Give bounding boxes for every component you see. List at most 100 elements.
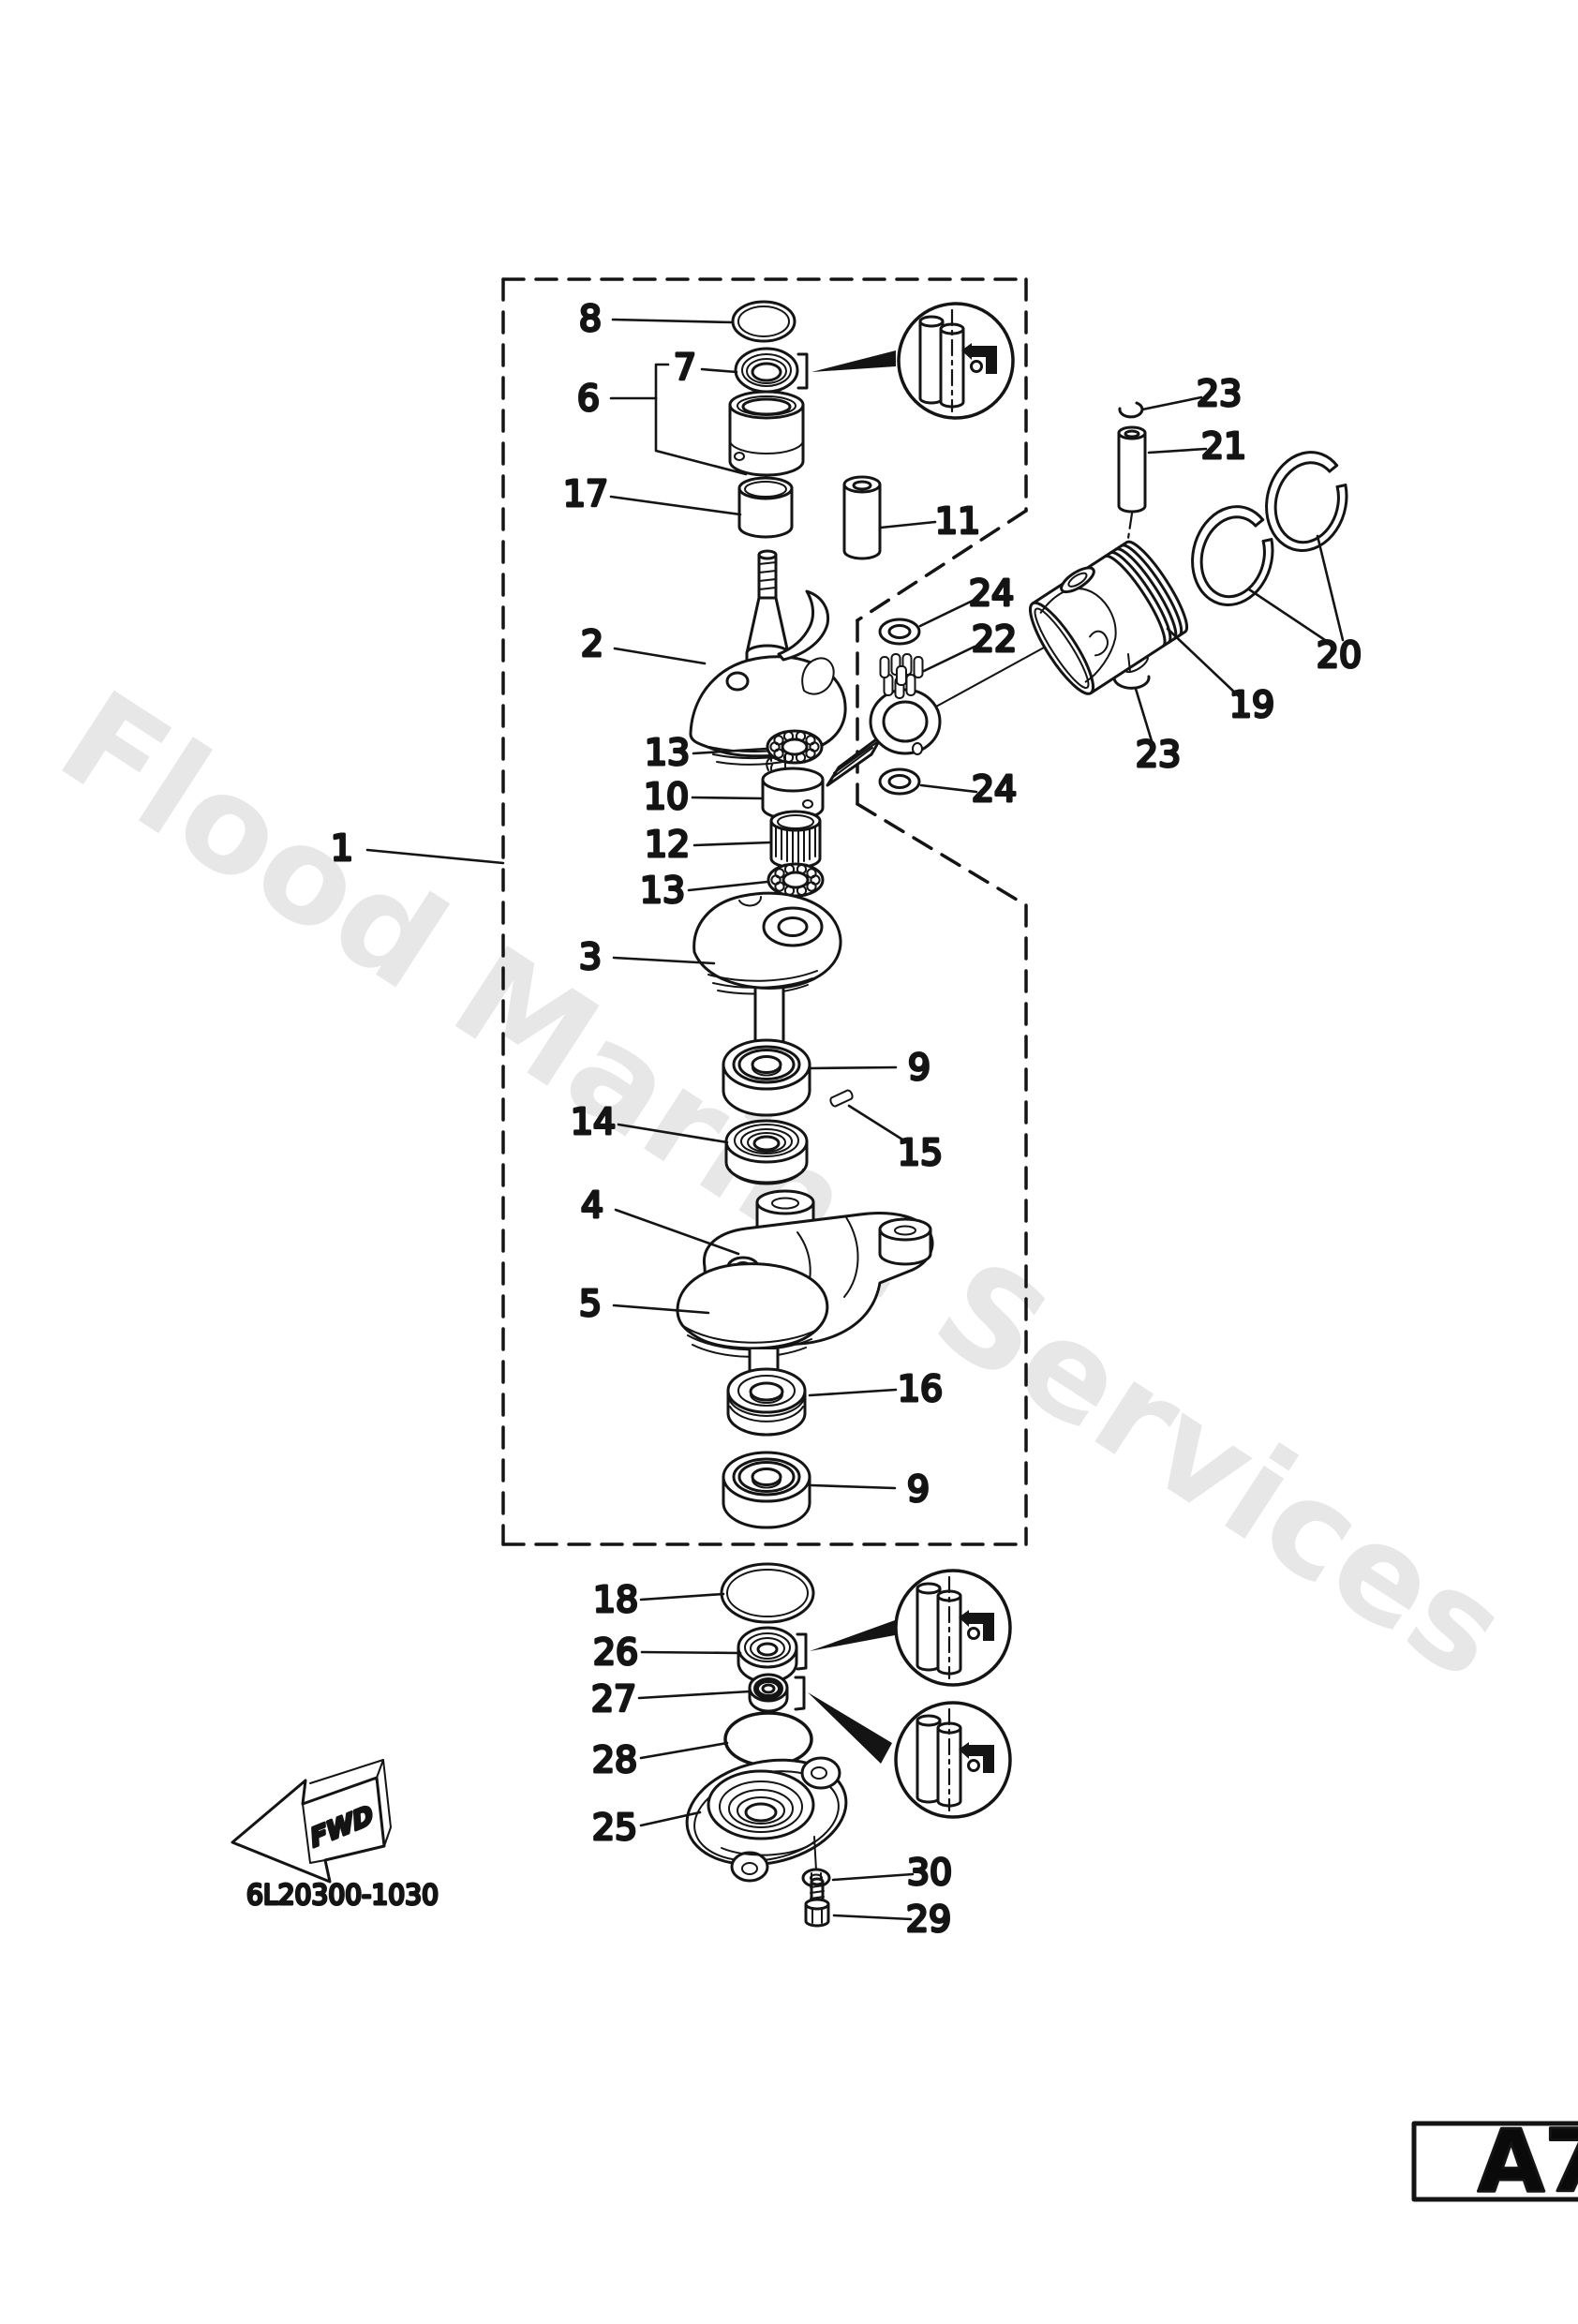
part-label-4: 4: [581, 1184, 603, 1226]
cover-to-washer-line: [813, 1836, 817, 1871]
part-6-housing: [728, 390, 805, 477]
pin-clip-inset-bottom: [894, 1701, 1012, 1819]
leader-line-part-24: [919, 783, 978, 794]
leader-line-part-20: [1316, 534, 1345, 642]
part-label-16: 16: [898, 1368, 943, 1409]
part-label-21: 21: [1201, 425, 1246, 467]
leader-line-part-21: [1147, 447, 1208, 454]
leader-line-part-13: [692, 747, 768, 755]
inset-arrow-top: [811, 350, 896, 372]
part-label-24: 24: [969, 573, 1014, 614]
leader-line-part-29: [832, 1914, 913, 1921]
part-9-bearing-lower: [722, 1451, 811, 1529]
part-8-oring: [731, 300, 796, 343]
leader-line-part-8: [611, 318, 735, 324]
part-12-needle-bearing: [769, 810, 822, 870]
part-label-29: 29: [906, 1899, 951, 1940]
part-17-bushing: [737, 476, 794, 539]
part-label-23: 23: [1136, 734, 1181, 775]
part-18-oring: [720, 1562, 815, 1624]
part-label-25: 25: [592, 1807, 637, 1848]
part-15-dowel-pin: [829, 1089, 854, 1108]
leader-line-part-17: [609, 495, 742, 516]
part-2-crankshaft-top: [689, 549, 847, 766]
part-label-30: 30: [907, 1852, 952, 1893]
part-label-22: 22: [972, 618, 1017, 660]
leader-line-part-28: [639, 1741, 729, 1760]
bracket-7-6: [796, 352, 809, 390]
pin-clip-inset-top: [897, 302, 1015, 420]
part-label-1: 1: [331, 827, 353, 869]
leader-line-part-23: [1140, 395, 1203, 411]
part-label-12: 12: [645, 824, 690, 865]
leader-line-part-30: [831, 1872, 915, 1882]
part-21-piston-pin: [1117, 425, 1147, 514]
leader-line-part-6: [654, 396, 748, 476]
part-label-5: 5: [579, 1283, 602, 1324]
part-10-crank-pin: [761, 754, 825, 821]
leader-line-part-20: [1247, 588, 1332, 646]
exploded-diagram: FWD 6L20300-1030 A7 12345678991011121313…: [231, 277, 1578, 2213]
leader-line-part-11: [879, 520, 937, 529]
part-label-6: 6: [577, 378, 600, 419]
leader-line-part-24: [918, 598, 976, 628]
part-label-23: 23: [1197, 373, 1242, 414]
part-label-24: 24: [972, 768, 1017, 810]
part-9-bearing-upper: [722, 1038, 811, 1117]
bracket-26: [796, 1632, 808, 1671]
leader-line-part-10: [691, 796, 763, 800]
leader-line-part-4: [614, 1208, 740, 1256]
part-13-thrust-washer-lower: [767, 862, 825, 898]
part-label-7: 7: [674, 347, 696, 388]
part-27-oil-seal: [748, 1673, 789, 1713]
part-label-15: 15: [898, 1132, 943, 1173]
bracket-27: [794, 1676, 806, 1711]
leader-line-part-7: [700, 367, 738, 374]
part-label-3: 3: [579, 936, 602, 977]
leader-line-part-19: [1166, 627, 1241, 698]
part-label-2: 2: [581, 623, 603, 664]
fwd-arrow: FWD: [231, 1759, 392, 1884]
leader-line-part-13: [687, 880, 769, 892]
leader-line-part-3: [612, 956, 716, 965]
part-24-washer-lower: [878, 767, 921, 796]
leader-line-part-23: [1134, 687, 1154, 746]
page-ref-code: A7: [1478, 2111, 1578, 2212]
diagram-code: 6L20300-1030: [246, 1879, 439, 1911]
part-29-bolt: [804, 1877, 830, 1928]
leader-line-part-27: [637, 1690, 752, 1700]
leader-line-part-1: [365, 848, 505, 865]
part-label-20: 20: [1317, 634, 1362, 676]
part-23-clip-lower: [1112, 653, 1151, 690]
callout-layer: 1234567899101112131314151617181920212223…: [329, 297, 1362, 1942]
part-label-26: 26: [593, 1631, 638, 1673]
page-ref-box: A7: [1411, 2110, 1578, 2213]
part-23-clip-upper: [1118, 401, 1144, 419]
leader-line-part-14: [617, 1123, 729, 1144]
leader-line-part-25: [639, 1810, 702, 1827]
leader-line-part-18: [639, 1592, 725, 1601]
leader-line-part-2: [613, 647, 707, 665]
part-label-8: 8: [579, 298, 602, 339]
part-label-18: 18: [593, 1579, 638, 1620]
part-25-seal-housing-cover: [685, 1756, 848, 1883]
part-label-10: 10: [644, 776, 689, 817]
part-11-spacer: [842, 475, 882, 560]
part-label-13: 13: [640, 870, 685, 911]
part-24-washer-upper: [878, 618, 921, 646]
part-14-seal-collar: [724, 1119, 809, 1185]
leader-line-part-5: [612, 1304, 710, 1315]
leader-line-part-9: [810, 1483, 897, 1490]
part-3-center-web: [692, 891, 842, 1063]
leader-line-part-26: [640, 1650, 742, 1655]
leader-line-part-9: [808, 1065, 898, 1070]
part-7-seal-ring: [734, 347, 799, 394]
part-19-piston: [1029, 540, 1189, 695]
inset-arrow-bottom: [808, 1692, 892, 1764]
part-label-9: 9: [908, 1047, 930, 1088]
part-label-13: 13: [645, 732, 690, 773]
leader-line-part-12: [692, 841, 772, 847]
leader-line-part-22: [922, 645, 976, 673]
part-22-needle-cage: [879, 653, 924, 699]
